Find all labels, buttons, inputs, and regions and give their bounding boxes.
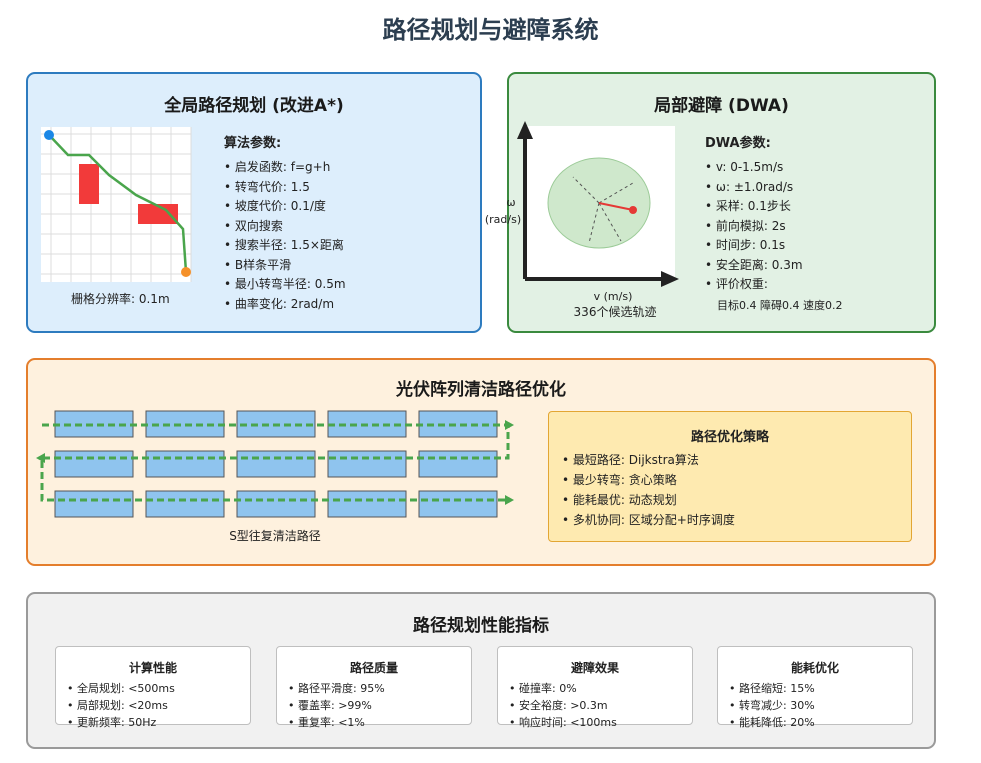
- metric-title: 路径质量: [349, 661, 398, 675]
- obstacle-2: [138, 204, 178, 224]
- solar-panel: [236, 450, 316, 478]
- strategy-title: 路径优化策略: [690, 430, 769, 445]
- list-item: 多机协同: 区域分配+时序调度: [562, 510, 735, 530]
- list-item: 时间步: 0.1s: [705, 236, 803, 256]
- metric-title: 能耗优化: [790, 661, 839, 675]
- route-arrow: [36, 453, 45, 463]
- solar-panel: [145, 490, 225, 518]
- solar-panel: [418, 450, 498, 478]
- list-item: 启发函数: f=g+h: [224, 158, 346, 178]
- metric-items: 路径缩短: 15%转弯减少: 30%能耗降低: 20%: [729, 680, 815, 731]
- list-item: 搜索半径: 1.5×距离: [224, 236, 346, 256]
- best-trajectory-end: [629, 206, 637, 214]
- list-item: 响应时间: <100ms: [509, 714, 617, 731]
- solar-panel: [145, 450, 225, 478]
- route-arrow: [505, 420, 514, 430]
- performance-panel: 路径规划性能指标 计算性能全局规划: <500ms局部规划: <20ms更新频率…: [26, 592, 936, 749]
- list-item: 双向搜索: [224, 217, 346, 237]
- list-item: 安全裕度: >0.3m: [509, 697, 617, 714]
- goal-point: [181, 267, 191, 277]
- metric-card: 计算性能全局规划: <500ms局部规划: <20ms更新频率: 50Hz: [55, 646, 251, 729]
- algorithm-params-title: 算法参数:: [224, 136, 282, 151]
- candidate-trajectory: [572, 176, 600, 204]
- pv-cleaning-panel: 光伏阵列清洁路径优化 S型往复清洁路径 路径优化策略 最短路径: Dijkstr…: [26, 358, 936, 566]
- candidate-trajectory: [588, 202, 600, 244]
- list-item: 全局规划: <500ms: [67, 680, 175, 697]
- cleaning-route-caption: S型往复清洁路径: [229, 529, 321, 543]
- list-item: 曲率变化: 2rad/m: [224, 295, 346, 315]
- omega-axis-unit: (rad/s): [484, 213, 522, 226]
- metric-items: 全局规划: <500ms局部规划: <20ms更新频率: 50Hz: [67, 680, 175, 731]
- omega-axis-arrow: [517, 121, 533, 139]
- list-item: v: 0-1.5m/s: [705, 158, 803, 178]
- list-item: 路径缩短: 15%: [729, 680, 815, 697]
- list-item: 评价权重:: [705, 275, 803, 295]
- list-item: 能耗降低: 20%: [729, 714, 815, 731]
- list-item: 安全距离: 0.3m: [705, 256, 803, 276]
- metric-card: 避障效果碰撞率: 0%安全裕度: >0.3m响应时间: <100ms: [497, 646, 693, 729]
- solar-panel-array: [54, 410, 498, 518]
- velocity-axis-arrow: [661, 271, 679, 287]
- list-item: 重复率: <1%: [288, 714, 385, 731]
- solar-panel: [418, 490, 498, 518]
- list-item: 能耗最优: 动态规划: [562, 490, 735, 510]
- local-avoidance-panel: 局部避障 (DWA) ω (rad/s) v (m/s) 336个候选轨迹 DW…: [485, 72, 936, 333]
- solar-panel: [236, 490, 316, 518]
- solar-panel: [54, 450, 134, 478]
- dwa-params-title: DWA参数:: [705, 136, 771, 151]
- list-item: 最小转弯半径: 0.5m: [224, 275, 346, 295]
- start-point: [44, 130, 54, 140]
- metric-title: 计算性能: [128, 661, 177, 675]
- metric-card: 路径质量路径平滑度: 95%覆盖率: >99%重复率: <1%: [276, 646, 472, 729]
- candidate-count-caption: 336个候选轨迹: [573, 305, 657, 319]
- global-planning-title: 全局路径规划 (改进A*): [164, 96, 344, 116]
- solar-panel: [327, 450, 407, 478]
- list-item: 路径平滑度: 95%: [288, 680, 385, 697]
- list-item: 最少转弯: 贪心策略: [562, 470, 735, 490]
- global-planning-panel: 全局路径规划 (改进A*) 栅格分辨率: 0.1m 算法参数: 启发函数: f=…: [26, 72, 482, 333]
- solar-panel: [54, 490, 134, 518]
- metric-card: 能耗优化路径缩短: 15%转弯减少: 30%能耗降低: 20%: [717, 646, 913, 729]
- omega-axis-label: ω: [506, 196, 516, 209]
- route-arrow: [505, 495, 514, 505]
- solar-panel: [327, 490, 407, 518]
- algorithm-params-list: 启发函数: f=g+h转弯代价: 1.5坡度代价: 0.1/度双向搜索搜索半径:…: [224, 158, 346, 314]
- metric-title: 避障效果: [570, 661, 619, 675]
- candidate-trajectory: [598, 182, 634, 204]
- performance-title: 路径规划性能指标: [413, 616, 549, 636]
- candidate-trajectory: [598, 202, 622, 242]
- page-title: 路径规划与避障系统: [382, 16, 599, 44]
- list-item: 前向模拟: 2s: [705, 217, 803, 237]
- dwa-velocity-space-diagram: [517, 121, 679, 287]
- list-item: B样条平滑: [224, 256, 346, 276]
- dwa-params-list: v: 0-1.5m/sω: ±1.0rad/s采样: 0.1步长前向模拟: 2s…: [705, 158, 803, 295]
- planned-path: [48, 134, 188, 273]
- pv-array-diagram: [36, 410, 514, 518]
- grid-caption: 栅格分辨率: 0.1m: [71, 292, 170, 306]
- obstacle-1: [79, 164, 99, 204]
- list-item: 转弯代价: 1.5: [224, 178, 346, 198]
- best-trajectory: [598, 202, 634, 211]
- metric-items: 碰撞率: 0%安全裕度: >0.3m响应时间: <100ms: [509, 680, 617, 731]
- list-item: 局部规划: <20ms: [67, 697, 175, 714]
- list-item: 最短路径: Dijkstra算法: [562, 450, 735, 470]
- list-item: ω: ±1.0rad/s: [705, 178, 803, 198]
- list-item: 更新频率: 50Hz: [67, 714, 175, 731]
- list-item: 碰撞率: 0%: [509, 680, 617, 697]
- local-avoidance-title: 局部避障 (DWA): [654, 96, 789, 116]
- list-item: 覆盖率: >99%: [288, 697, 385, 714]
- metric-items: 路径平滑度: 95%覆盖率: >99%重复率: <1%: [288, 680, 385, 731]
- list-item: 坡度代价: 0.1/度: [224, 197, 346, 217]
- evaluation-weights: 目标0.4 障碍0.4 速度0.2: [717, 299, 843, 312]
- list-item: 转弯减少: 30%: [729, 697, 815, 714]
- optimization-strategy-box: 路径优化策略 最短路径: Dijkstra算法最少转弯: 贪心策略能耗最优: 动…: [548, 411, 912, 542]
- pv-cleaning-title: 光伏阵列清洁路径优化: [396, 380, 566, 400]
- list-item: 采样: 0.1步长: [705, 197, 803, 217]
- velocity-axis-label: v (m/s): [593, 290, 633, 303]
- s-shaped-cleaning-route: [40, 423, 510, 502]
- strategy-list: 最短路径: Dijkstra算法最少转弯: 贪心策略能耗最优: 动态规划多机协同…: [562, 450, 735, 530]
- planning-grid-diagram: [41, 127, 192, 282]
